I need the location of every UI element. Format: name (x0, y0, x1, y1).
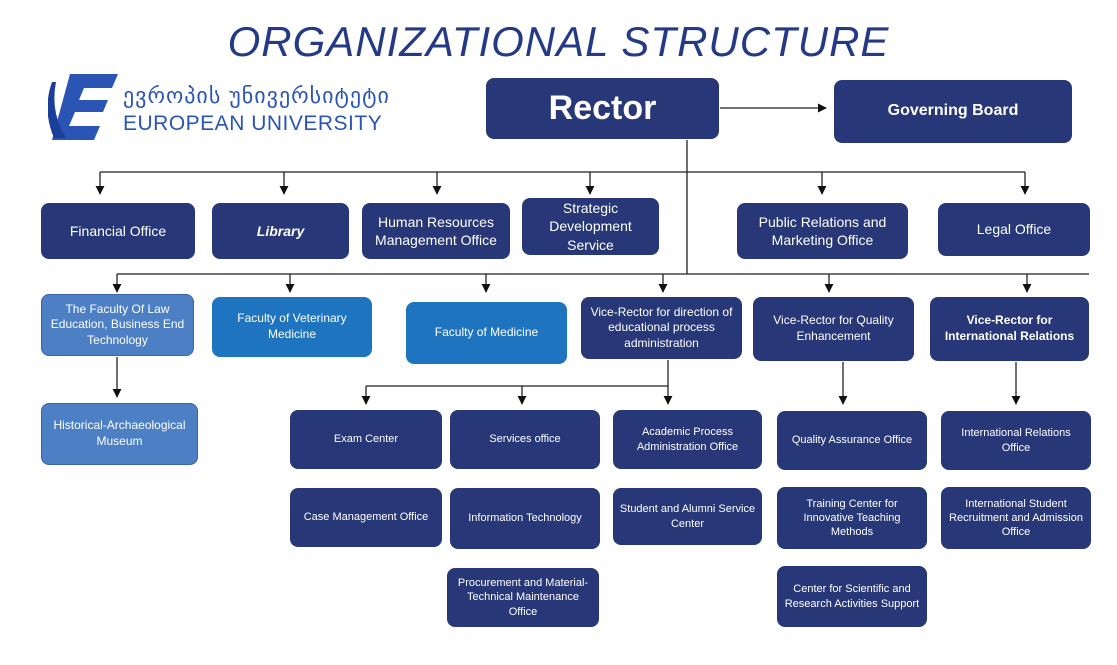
hr-office-box: Human Resources Management Office (362, 203, 510, 259)
training-center-box: Training Center for Innovative Teaching … (777, 487, 927, 549)
law-faculty-label: The Faculty Of Law Education, Business E… (50, 301, 185, 347)
library-label: Library (256, 222, 305, 239)
student-alumni-label: Student and Alumni Service Center (619, 503, 756, 530)
information-technology-label: Information Technology (468, 512, 582, 525)
procurement-box: Procurement and Material-Technical Maint… (447, 568, 599, 627)
legal-office-box: Legal Office (938, 203, 1090, 256)
logo-english-text: EUROPEAN UNIVERSITY (123, 112, 383, 135)
services-office-box: Services office (450, 410, 600, 469)
vr-educational-label: Vice-Rector for direction of educational… (590, 304, 733, 350)
logo-georgian-text: ევროპის უნივერსიტეტი (123, 84, 390, 109)
rector-label: Rector (548, 89, 657, 128)
vr-quality-label: Vice-Rector for Quality Enhancement (773, 313, 894, 343)
rector-box: Rector (486, 78, 719, 139)
legal-office-label: Legal Office (976, 221, 1052, 238)
governing-board-label: Governing Board (887, 102, 1019, 120)
vr-quality-box: Vice-Rector for Quality Enhancement (753, 297, 914, 361)
international-relations-office-label: International Relations Office (961, 427, 1071, 454)
procurement-label: Procurement and Material-Technical Maint… (457, 577, 589, 618)
pr-marketing-office-box: Public Relations and Marketing Office (737, 203, 908, 259)
veterinary-faculty-box: Faculty of Veterinary Medicine (212, 297, 372, 357)
vr-international-label: Vice-Rector for International Relations (944, 313, 1075, 343)
pr-marketing-office-label: Public Relations and Marketing Office (758, 213, 887, 248)
quality-assurance-box: Quality Assurance Office (777, 411, 927, 470)
quality-assurance-label: Quality Assurance Office (791, 434, 913, 447)
academic-process-label: Academic Process Administration Office (636, 426, 739, 453)
training-center-label: Training Center for Innovative Teaching … (803, 497, 901, 539)
intl-student-recruitment-box: International Student Recruitment and Ad… (941, 487, 1091, 549)
library-box: Library (212, 203, 349, 259)
financial-office-label: Financial Office (69, 222, 167, 239)
museum-label: Historical-Archaeological Museum (53, 418, 186, 448)
european-university-logo-icon (48, 74, 118, 140)
exam-center-box: Exam Center (290, 410, 442, 469)
research-support-label: Center for Scientific and Research Activ… (784, 583, 920, 610)
case-management-box: Case Management Office (290, 488, 442, 547)
financial-office-box: Financial Office (41, 203, 195, 259)
intl-student-recruitment-label: International Student Recruitment and Ad… (949, 497, 1083, 539)
strategic-development-label: Strategic Development Service (549, 200, 632, 253)
case-management-label: Case Management Office (303, 511, 429, 524)
research-support-box: Center for Scientific and Research Activ… (777, 566, 927, 627)
medicine-faculty-label: Faculty of Medicine (434, 325, 539, 340)
student-alumni-box: Student and Alumni Service Center (613, 488, 762, 545)
services-office-label: Services office (489, 433, 561, 446)
information-technology-box: Information Technology (450, 488, 600, 549)
medicine-faculty-box: Faculty of Medicine (406, 302, 567, 364)
strategic-development-box: Strategic Development Service (522, 198, 659, 255)
hr-office-label: Human Resources Management Office (375, 213, 497, 248)
vr-educational-box: Vice-Rector for direction of educational… (581, 297, 742, 359)
veterinary-faculty-label: Faculty of Veterinary Medicine (237, 311, 347, 341)
exam-center-label: Exam Center (333, 433, 399, 446)
law-faculty-box: The Faculty Of Law Education, Business E… (41, 294, 194, 356)
museum-box: Historical-Archaeological Museum (41, 403, 198, 465)
international-relations-office-box: International Relations Office (941, 411, 1091, 470)
academic-process-box: Academic Process Administration Office (613, 410, 762, 469)
page-title: ORGANIZATIONAL STRUCTURE (227, 18, 890, 65)
vr-international-box: Vice-Rector for International Relations (930, 297, 1089, 361)
governing-board-box: Governing Board (834, 80, 1072, 143)
